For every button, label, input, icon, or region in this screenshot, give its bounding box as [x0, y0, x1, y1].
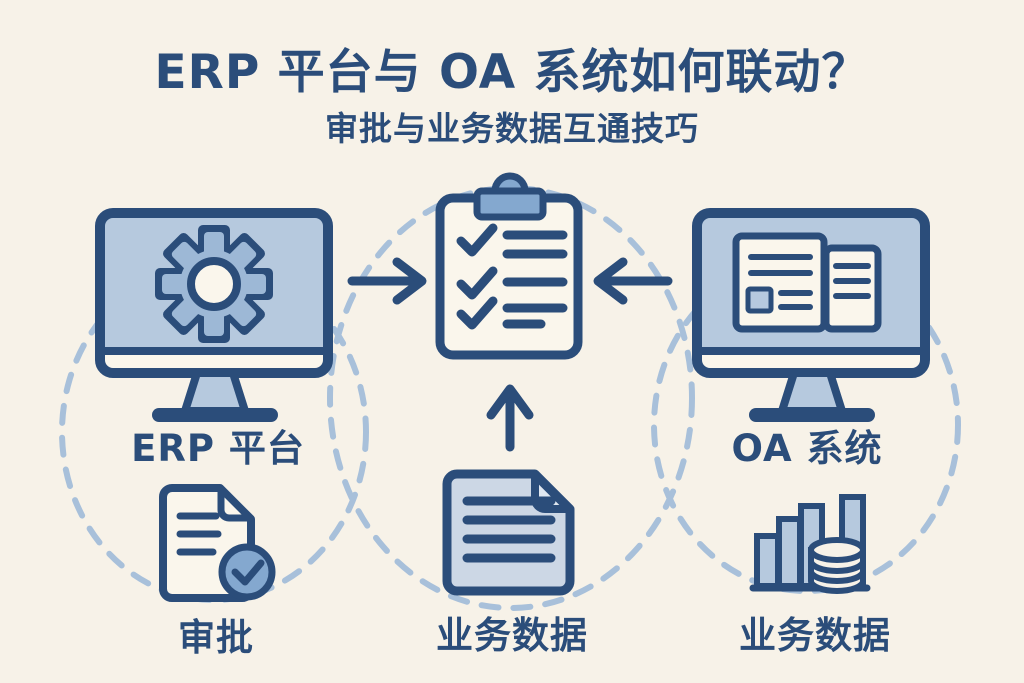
- document-check-icon: [159, 484, 276, 602]
- monitor-stand: [778, 369, 846, 415]
- dashed-circle-center: [327, 185, 695, 611]
- clipboard-checklist-icon: [435, 172, 583, 360]
- arrow-right-icon: [347, 257, 427, 305]
- business-data-right-label: 业务数据: [739, 614, 891, 657]
- bar-chart-coins-icon: [749, 494, 871, 594]
- clip-tab: [473, 187, 547, 221]
- erp-platform-label: ERP 平台: [131, 427, 305, 470]
- bar-1: [754, 533, 781, 589]
- coins-stack-icon: [808, 537, 866, 594]
- document-lines-icon: [442, 469, 575, 596]
- check-badge: [218, 543, 276, 601]
- monitor-gear-icon: [95, 208, 333, 422]
- back-window-icon: [822, 244, 882, 333]
- bar-2: [776, 516, 803, 589]
- page-subtitle: 审批与业务数据互通技巧: [325, 109, 699, 148]
- arrow-up-icon: [486, 384, 534, 452]
- monitor-stand: [181, 369, 249, 415]
- front-window-icon: [732, 232, 828, 333]
- monitor-documents-icon: [692, 208, 930, 422]
- oa-system-label: OA 系统: [731, 427, 883, 470]
- monitor-base: [152, 408, 278, 422]
- page-title: ERP 平台与 OA 系统如何联动？: [154, 45, 870, 100]
- business-data-center-label: 业务数据: [436, 614, 588, 657]
- folded-corner: [217, 485, 254, 522]
- monitor-base: [749, 408, 875, 422]
- approval-label: 审批: [178, 616, 254, 659]
- arrow-left-icon: [593, 257, 673, 305]
- gear-icon: [155, 225, 273, 343]
